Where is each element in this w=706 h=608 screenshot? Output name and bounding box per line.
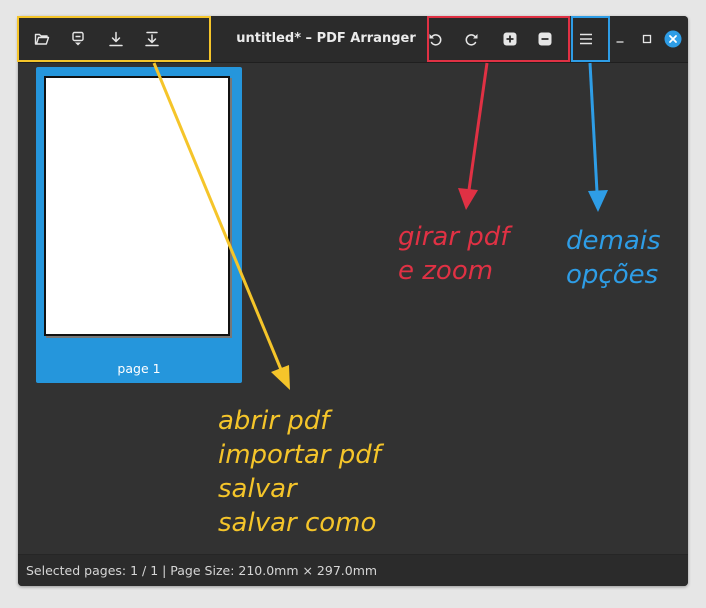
annotation-more-options: demais opções xyxy=(566,226,661,290)
import-icon xyxy=(70,31,86,47)
save-button[interactable] xyxy=(102,25,130,53)
close-icon xyxy=(664,30,682,48)
maximize-icon xyxy=(642,34,652,44)
open-pdf-button[interactable] xyxy=(28,25,56,53)
minimize-icon xyxy=(615,34,625,44)
rotate-right-button[interactable] xyxy=(457,25,485,53)
import-pdf-button[interactable] xyxy=(64,25,92,53)
download-icon xyxy=(108,31,124,47)
headerbar: untitled* – PDF Arranger xyxy=(18,16,688,63)
page-preview xyxy=(44,76,230,336)
rotate-right-icon xyxy=(463,31,479,47)
download-bar-icon xyxy=(144,31,160,47)
plus-box-icon xyxy=(502,31,518,47)
minus-box-icon xyxy=(537,31,553,47)
main-menu-button[interactable] xyxy=(572,25,600,53)
close-button[interactable] xyxy=(661,25,685,53)
maximize-button[interactable] xyxy=(635,25,659,53)
window-title: untitled* – PDF Arranger xyxy=(236,31,416,46)
red-arrow xyxy=(458,62,489,210)
rotate-left-button[interactable] xyxy=(422,25,450,53)
minimize-button[interactable] xyxy=(608,25,632,53)
rotate-left-icon xyxy=(428,31,444,47)
page-label: page 1 xyxy=(117,361,161,376)
pdf-arranger-window: untitled* – PDF Arranger xyxy=(18,16,688,586)
status-text: Selected pages: 1 / 1 | Page Size: 210.0… xyxy=(26,563,378,578)
hamburger-icon xyxy=(578,31,594,47)
statusbar: Selected pages: 1 / 1 | Page Size: 210.0… xyxy=(18,554,688,586)
page-thumbnail-card[interactable]: page 1 xyxy=(36,67,242,383)
annotation-rotate-zoom: girar pdf e zoom xyxy=(398,222,510,286)
folder-open-icon xyxy=(34,31,50,47)
blue-arrow xyxy=(588,62,608,212)
zoom-in-button[interactable] xyxy=(496,25,524,53)
page-grid: page 1 xyxy=(18,63,688,553)
zoom-out-button[interactable] xyxy=(531,25,559,53)
yellow-arrow xyxy=(152,62,290,390)
save-as-button[interactable] xyxy=(138,25,166,53)
annotation-file-ops: abrir pdf importar pdf salvar salvar com… xyxy=(218,406,381,538)
